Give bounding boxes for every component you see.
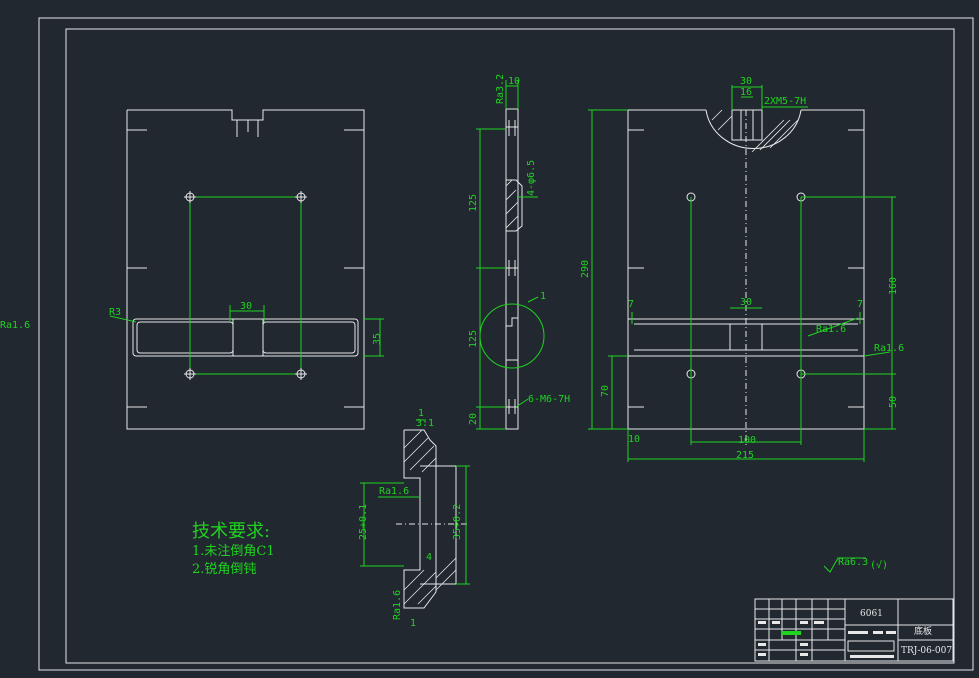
- section-dim-4: 4: [426, 552, 432, 563]
- roughness-paren: (√): [870, 559, 888, 571]
- right-dim-70: 70: [600, 385, 611, 397]
- right-dim-30: 30: [740, 76, 752, 87]
- left-margin-label: Ra1.6: [0, 320, 30, 331]
- side-dim-20: 20: [468, 413, 479, 425]
- right-rough1: Ra1.6: [816, 324, 846, 335]
- title-block: [754, 598, 954, 662]
- right-rough2: Ra1.6: [874, 343, 904, 354]
- outer-border: [38, 17, 974, 671]
- title-drawing-no: TRJ-06-007: [901, 646, 952, 656]
- side-leader-1: 1: [540, 291, 546, 302]
- section-dim-1: 1: [410, 618, 416, 629]
- front-view: [109, 109, 384, 430]
- side-view: [476, 80, 545, 430]
- section-rough: Ra1.6: [379, 486, 409, 497]
- title-material: 6061: [860, 609, 883, 619]
- right-thread: 2XM5-7H: [764, 96, 806, 107]
- section-dim-35: 35+0.2: [452, 504, 463, 540]
- section-scale-num: 1: [418, 408, 424, 419]
- right-dim-50: 50: [888, 396, 899, 408]
- side-hole-note: 4-φ6.5: [526, 160, 537, 196]
- side-dim-125a: 125: [468, 194, 479, 212]
- right-dim-7b: 7: [857, 299, 863, 310]
- front-dim-30: 30: [240, 301, 252, 312]
- side-dim-125b: 125: [468, 330, 479, 348]
- right-dim-160: 160: [888, 277, 899, 295]
- tech-title: 技术要求:: [192, 521, 270, 542]
- right-dim-16: 16: [740, 87, 752, 98]
- side-dim-10: 10: [508, 76, 520, 87]
- section-rough2: Ra1.6: [392, 590, 403, 620]
- section-view: [360, 419, 470, 609]
- side-rough: Ra3.2: [495, 74, 506, 104]
- side-thread-note: 6-M6-7H: [528, 394, 570, 405]
- right-dim-215: 215: [736, 450, 754, 461]
- right-view: [588, 85, 896, 462]
- right-dim-7a: 7: [628, 299, 634, 310]
- right-dim-10: 10: [628, 434, 640, 445]
- inner-border: [65, 28, 955, 664]
- front-dim-35: 35: [372, 333, 383, 345]
- tech-line1: 1.未注倒角C1: [192, 544, 275, 559]
- title-part-name: 底板: [914, 625, 932, 637]
- roughness-value: Ra6.3: [838, 557, 868, 568]
- tech-line2: 2.锐角倒钝: [192, 562, 256, 577]
- right-dim-100: 100: [738, 435, 756, 446]
- section-dim-25: 25+0.1: [358, 504, 369, 540]
- right-dim-30b: 30: [740, 297, 752, 308]
- front-dim-r: R3: [109, 307, 121, 318]
- right-dim-290: 290: [580, 260, 591, 278]
- section-scale-den: 3:1: [416, 418, 434, 429]
